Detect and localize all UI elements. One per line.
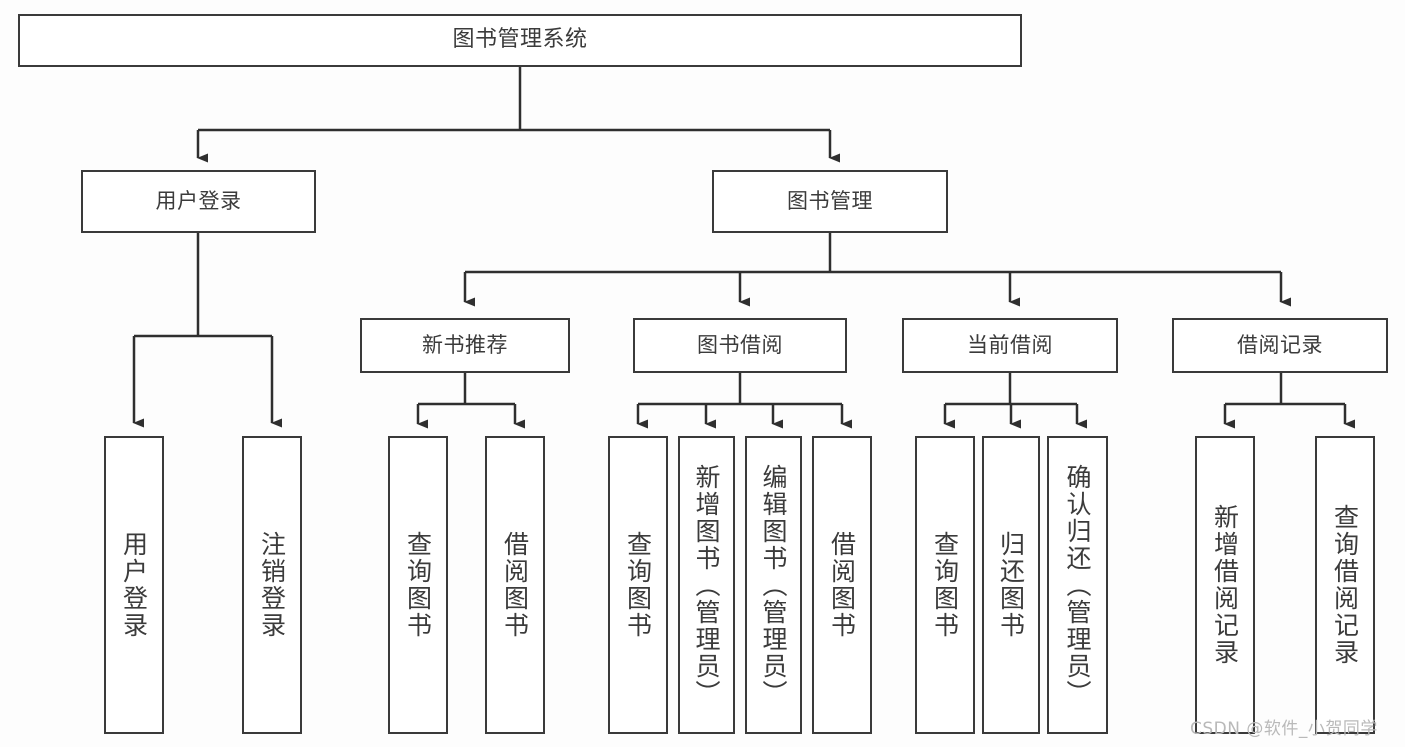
leaf-query-book-current[interactable]: 查询图书	[915, 436, 975, 734]
watermark: CSDN @软件_小贺同学	[1190, 719, 1378, 739]
node-label: 新书推荐	[422, 332, 508, 357]
leaf-add-book-admin[interactable]: 新增图书（管理员）	[678, 436, 735, 734]
node-borrow-record[interactable]: 借阅记录	[1172, 318, 1388, 373]
node-user-login[interactable]: 用户登录	[81, 170, 316, 233]
leaf-borrow-book[interactable]: 借阅图书	[812, 436, 872, 734]
node-book-management[interactable]: 图书管理	[712, 170, 948, 233]
leaf-confirm-return-admin[interactable]: 确认归还（管理员）	[1047, 436, 1108, 734]
leaf-logout[interactable]: 注销登录	[242, 436, 302, 734]
node-label: 查询图书	[403, 531, 433, 639]
leaf-query-borrow-record[interactable]: 查询借阅记录	[1315, 436, 1375, 734]
node-label: 注销登录	[257, 531, 287, 639]
node-label: 当前借阅	[967, 332, 1053, 357]
node-label: 图书借阅	[697, 332, 783, 357]
leaf-borrow-book-recommend[interactable]: 借阅图书	[485, 436, 545, 734]
node-label: 归还图书	[996, 531, 1026, 639]
node-label: 借阅图书	[500, 531, 530, 639]
node-label: 图书管理系统	[452, 27, 588, 53]
node-label: 用户登录	[155, 188, 242, 213]
leaf-query-book-borrow[interactable]: 查询图书	[608, 436, 668, 734]
node-label: 用户登录	[119, 531, 149, 639]
leaf-return-book[interactable]: 归还图书	[982, 436, 1040, 734]
node-label: 图书管理	[787, 188, 873, 213]
node-label: 确认归还（管理员）	[1063, 463, 1092, 707]
leaf-user-login[interactable]: 用户登录	[104, 436, 164, 734]
node-current-borrow[interactable]: 当前借阅	[902, 318, 1118, 373]
node-label: 新增借阅记录	[1210, 504, 1240, 666]
node-root-system[interactable]: 图书管理系统	[18, 14, 1022, 67]
node-label: 查询借阅记录	[1330, 504, 1360, 666]
leaf-add-borrow-record[interactable]: 新增借阅记录	[1195, 436, 1255, 734]
leaf-query-book-recommend[interactable]: 查询图书	[388, 436, 448, 734]
node-label: 借阅图书	[827, 531, 857, 639]
leaf-edit-book-admin[interactable]: 编辑图书（管理员）	[745, 436, 802, 734]
node-new-book-recommend[interactable]: 新书推荐	[360, 318, 570, 373]
node-label: 借阅记录	[1237, 332, 1323, 357]
node-label: 新增图书（管理员）	[692, 463, 721, 707]
node-label: 查询图书	[930, 531, 960, 639]
node-book-borrow[interactable]: 图书借阅	[633, 318, 847, 373]
node-label: 查询图书	[623, 531, 653, 639]
node-label: 编辑图书（管理员）	[759, 463, 788, 707]
